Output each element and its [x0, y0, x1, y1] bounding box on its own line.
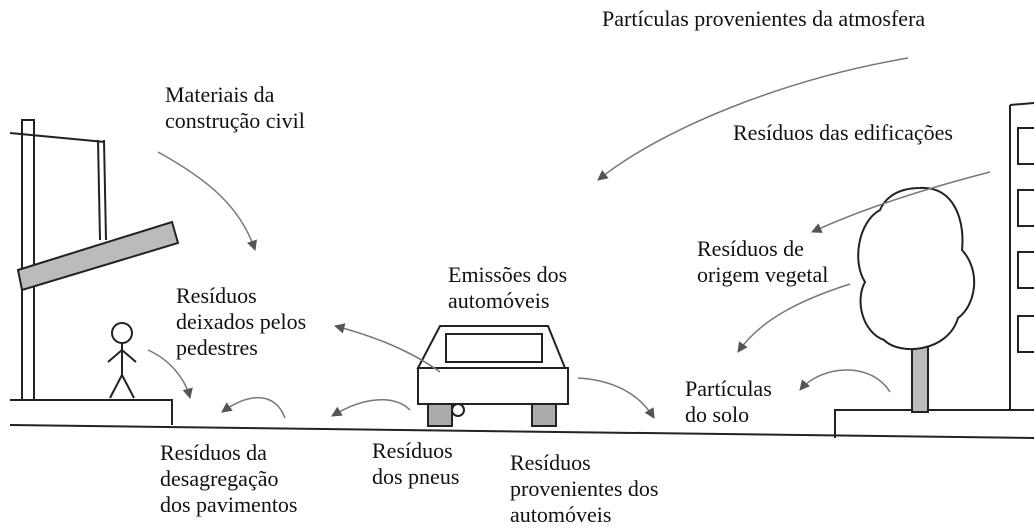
label-line: origem vegetal	[697, 262, 829, 287]
label-line: dos pneus	[372, 464, 460, 489]
label-line: Resíduos	[372, 438, 453, 463]
label-line: Materiais da	[165, 82, 275, 107]
left-sidewalk	[10, 399, 173, 425]
label-line: Emissões dos	[448, 262, 568, 287]
label-line: dos pavimentos	[160, 492, 298, 517]
label-line: Resíduos	[176, 283, 257, 308]
label-line: pedestres	[176, 335, 258, 360]
label-line: desagregação	[160, 466, 279, 491]
label-pavement: Resíduos da desagregação dos pavimentos	[160, 440, 298, 518]
building	[1009, 102, 1034, 410]
label-soil: Partículas do solo	[685, 376, 772, 428]
label-line: Resíduos das edificações	[733, 120, 953, 145]
label-line: Partículas provenientes da atmosfera	[602, 6, 926, 31]
label-vehicles: Resíduos provenientes dos automóveis	[510, 450, 658, 528]
street-line	[9, 424, 1034, 439]
label-line: Resíduos	[510, 450, 591, 475]
label-atmosphere: Partículas provenientes da atmosfera	[602, 6, 925, 32]
label-line: Resíduos de	[697, 236, 804, 261]
label-tires: Resíduos dos pneus	[372, 438, 459, 490]
label-line: do solo	[685, 402, 750, 427]
label-line: construção civil	[165, 108, 305, 133]
label-line: deixados pelos	[176, 309, 307, 334]
label-buildings: Resíduos das edificações	[733, 120, 953, 146]
label-line: provenientes dos	[510, 476, 659, 501]
label-line: Partículas	[685, 376, 772, 401]
car	[416, 325, 569, 427]
construction-scaffold	[9, 119, 180, 401]
label-line: automóveis	[510, 502, 612, 527]
label-line: automóveis	[448, 288, 550, 313]
label-construction: Materiais da construção civil	[165, 82, 305, 134]
label-vegetal: Resíduos de origem vegetal	[697, 236, 828, 288]
label-pedestrians: Resíduos deixados pelos pedestres	[176, 283, 306, 361]
pedestrian-figure	[107, 322, 137, 399]
label-line: Resíduos da	[160, 440, 267, 465]
flow-arrows	[147, 57, 991, 419]
right-sidewalk	[834, 409, 1034, 438]
tree	[857, 186, 976, 413]
label-emissions: Emissões dos automóveis	[448, 262, 567, 314]
